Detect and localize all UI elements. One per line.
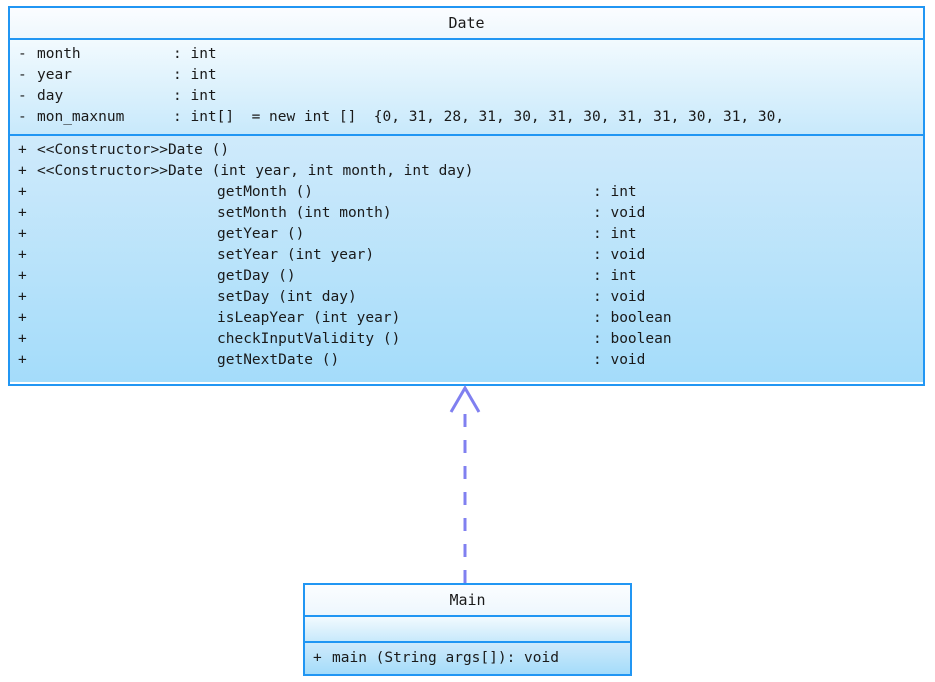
member-signature: month (37, 46, 81, 62)
member-row[interactable]: + setMonth (int month) : void (10, 203, 923, 224)
member-row[interactable]: -month : int (10, 44, 923, 65)
member-signature: checkInputValidity () (217, 331, 401, 347)
member-row[interactable]: + checkInputValidity () : boolean (10, 329, 923, 350)
member-row[interactable]: + main (String args[]): void (305, 648, 630, 669)
methods-compartment-date: + <<Constructor>>Date () + <<Constructor>>D… (10, 134, 923, 382)
member-signature: isLeapYear (int year) (217, 310, 401, 326)
visibility-marker: + (18, 310, 27, 326)
member-row[interactable]: + getMonth () : int (10, 182, 923, 203)
visibility-marker: + (18, 352, 27, 368)
member-row[interactable]: -year : int (10, 65, 923, 86)
member-signature: getNextDate () (217, 352, 340, 368)
uml-class-main[interactable]: Main + main (String args[]): void (303, 583, 632, 676)
class-title-main: Main (305, 585, 630, 615)
member-row[interactable]: + setYear (int year) : void (10, 245, 923, 266)
member-signature: getMonth () (217, 184, 314, 200)
member-type: : int (173, 67, 217, 83)
member-signature: <<Constructor>>Date (int year, int month… (37, 163, 474, 179)
member-type: : int[] = new int [] {0, 31, 28, 31, 30,… (173, 109, 785, 125)
visibility-marker: - (18, 67, 27, 83)
member-signature: setDay (int day) (217, 289, 357, 305)
member-row[interactable]: -day : int (10, 86, 923, 107)
member-row[interactable]: + isLeapYear (int year) : boolean (10, 308, 923, 329)
member-type: : void (593, 205, 646, 221)
visibility-marker: + (18, 247, 27, 263)
member-type: : boolean (593, 331, 672, 347)
member-signature: <<Constructor>>Date () (37, 142, 230, 158)
visibility-marker: - (18, 109, 27, 125)
member-type: : int (593, 184, 637, 200)
visibility-marker: + (18, 142, 27, 158)
visibility-marker: - (18, 88, 27, 104)
visibility-marker: - (18, 46, 27, 62)
member-type: : int (593, 226, 637, 242)
member-signature: getYear () (217, 226, 305, 242)
member-type: : int (593, 268, 637, 284)
member-row[interactable]: -mon_maxnum : int[] = new int [] {0, 31, … (10, 107, 923, 128)
member-row[interactable]: + setDay (int day) : void (10, 287, 923, 308)
member-row[interactable]: + getYear () : int (10, 224, 923, 245)
member-signature: day (37, 88, 64, 104)
member-signature: getDay () (217, 268, 296, 284)
member-signature: year (37, 67, 72, 83)
member-signature: main (String args[]): void (332, 650, 559, 666)
member-type: : void (593, 247, 646, 263)
open-triangle-arrowhead (449, 385, 481, 413)
class-title-date: Date (10, 8, 923, 38)
visibility-marker: + (313, 650, 322, 666)
visibility-marker: + (18, 163, 27, 179)
member-signature: setYear (int year) (217, 247, 375, 263)
visibility-marker: + (18, 226, 27, 242)
member-type: : int (173, 88, 217, 104)
member-row[interactable]: + getNextDate () : void (10, 350, 923, 371)
member-type: : void (593, 289, 646, 305)
member-row[interactable]: + <<Constructor>>Date (int year, int mont… (10, 161, 923, 182)
member-row[interactable]: + getDay () : int (10, 266, 923, 287)
member-signature: mon_maxnum (37, 109, 125, 125)
member-type: : int (173, 46, 217, 62)
visibility-marker: + (18, 205, 27, 221)
attributes-compartment-date: -month: int-year: int-day: int-mon_maxnu… (10, 38, 923, 134)
member-signature: setMonth (int month) (217, 205, 392, 221)
visibility-marker: + (18, 289, 27, 305)
visibility-marker: + (18, 184, 27, 200)
uml-class-date[interactable]: Date -month: int-year: int-day: int-mon_… (8, 6, 925, 386)
member-type: : void (593, 352, 646, 368)
member-type: : boolean (593, 310, 672, 326)
attributes-compartment-main (305, 615, 630, 641)
member-row[interactable]: + <<Constructor>>Date () (10, 140, 923, 161)
methods-compartment-main: + main (String args[]): void (305, 641, 630, 674)
visibility-marker: + (18, 331, 27, 347)
visibility-marker: + (18, 268, 27, 284)
